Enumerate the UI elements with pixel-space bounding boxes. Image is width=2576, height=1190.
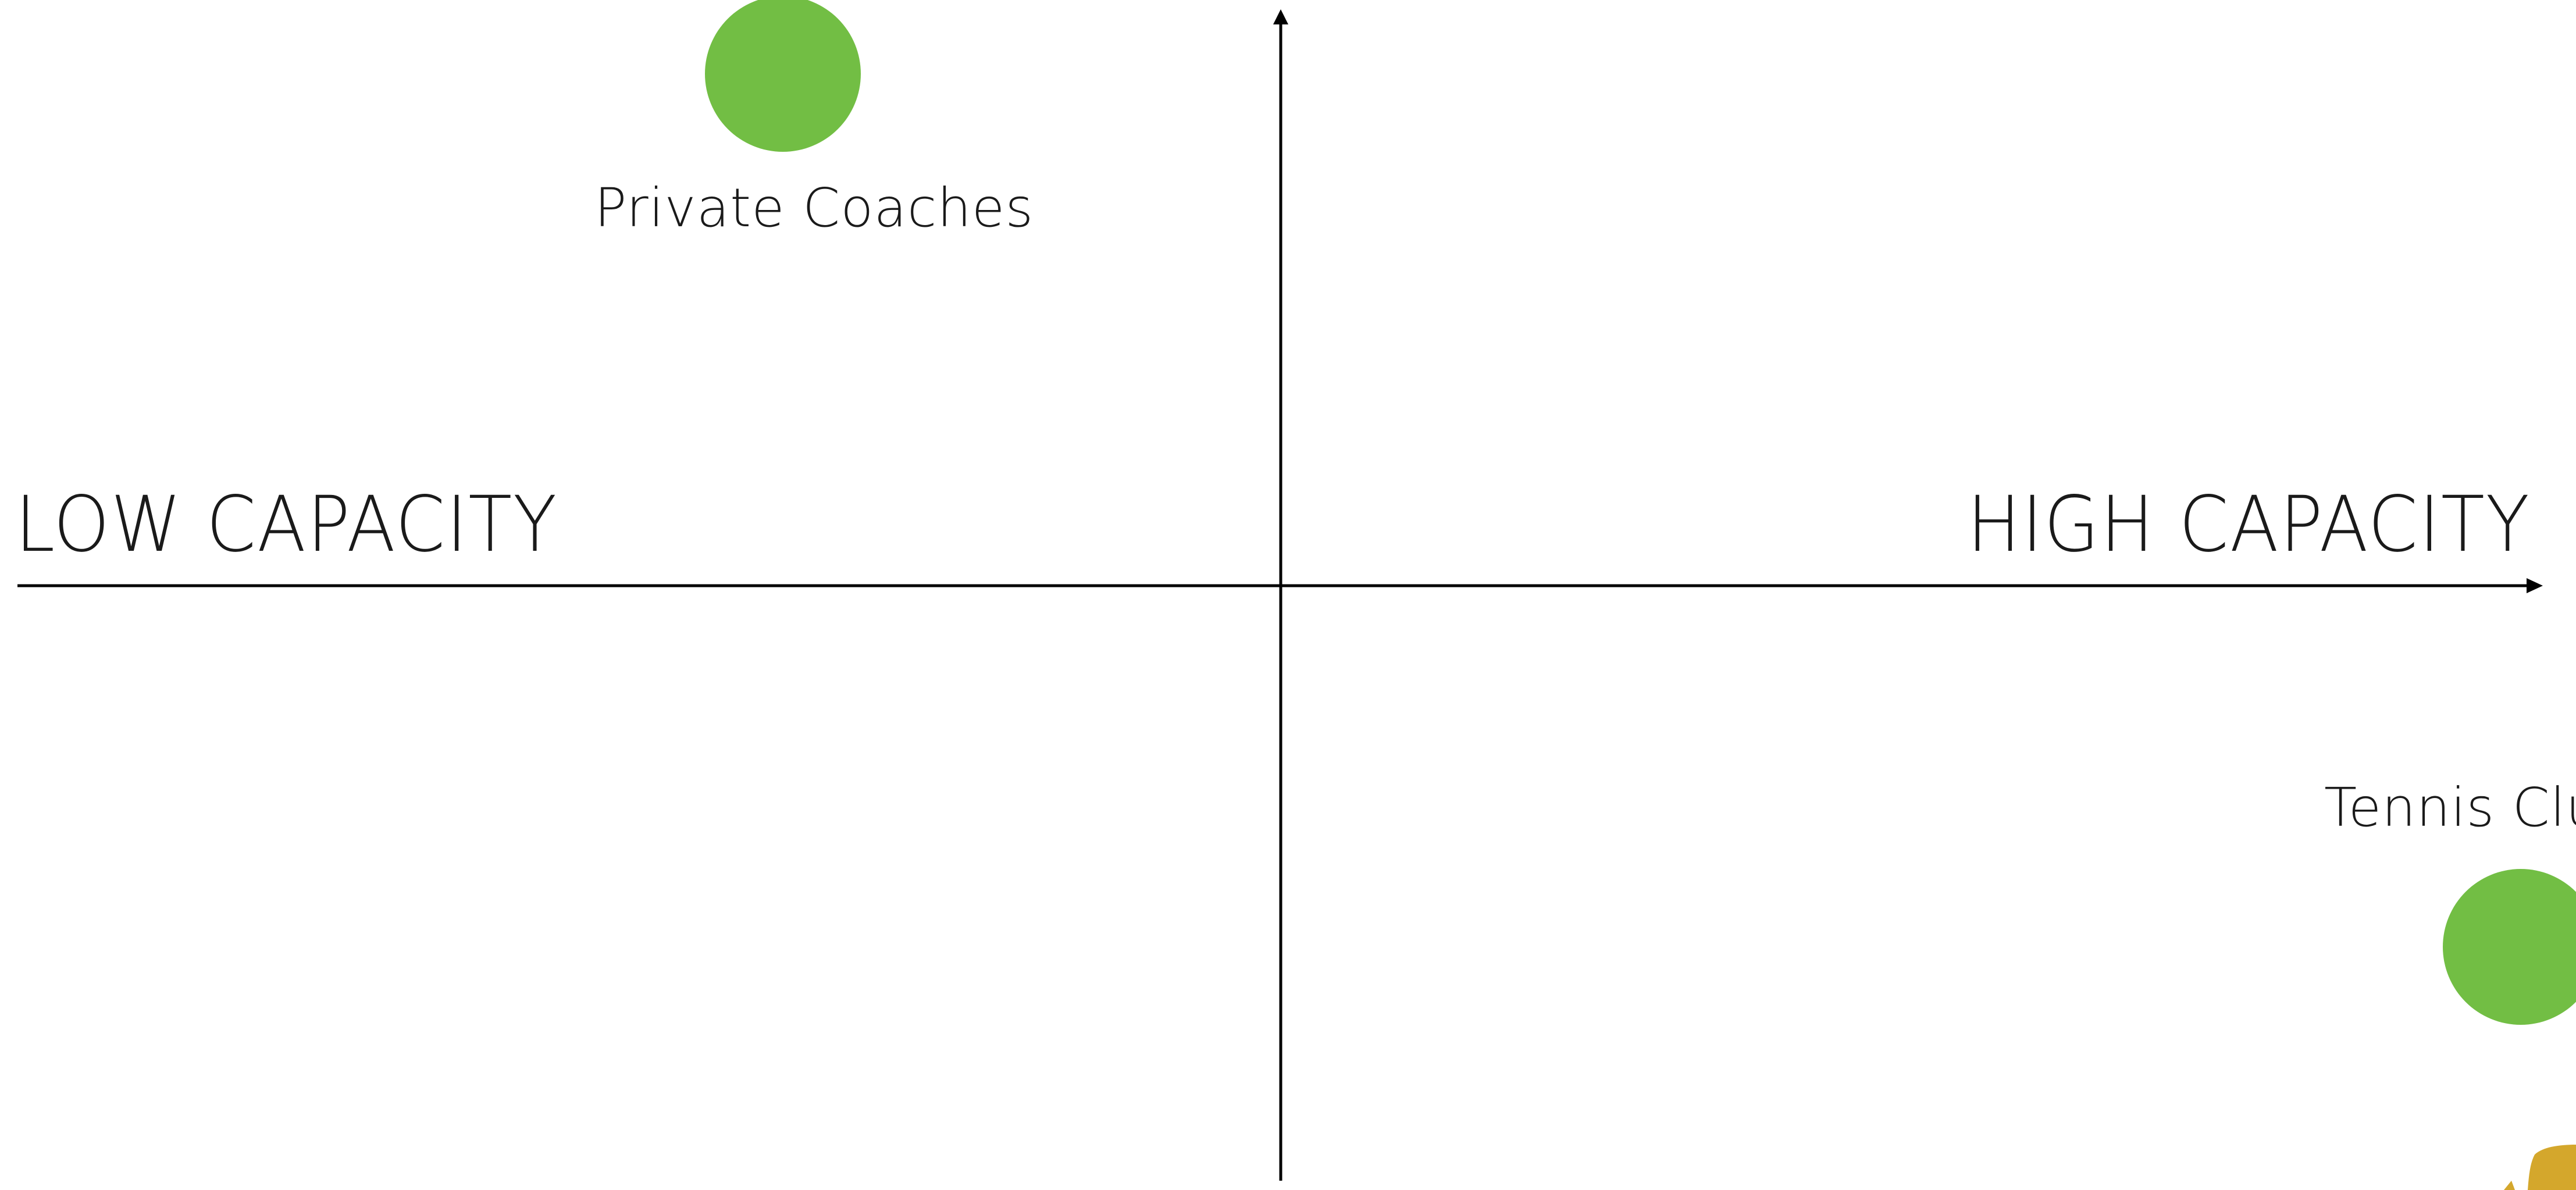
x-axis-right-label: HIGH CAPACITY [1967, 486, 2531, 563]
x-axis-arrow-icon [2527, 578, 2543, 593]
partial-shape [2528, 1145, 2576, 1190]
partial-shape-tip [2504, 1181, 2515, 1190]
x-axis-left-label: LOW CAPACITY [15, 486, 558, 563]
private-coaches-label: Private Coaches [594, 181, 1034, 235]
tennis-club-node [2443, 869, 2576, 1025]
private-coaches-node [705, 0, 861, 152]
tennis-club-label: Tennis Club [2324, 781, 2576, 835]
y-axis-arrow-icon [1273, 9, 1288, 24]
